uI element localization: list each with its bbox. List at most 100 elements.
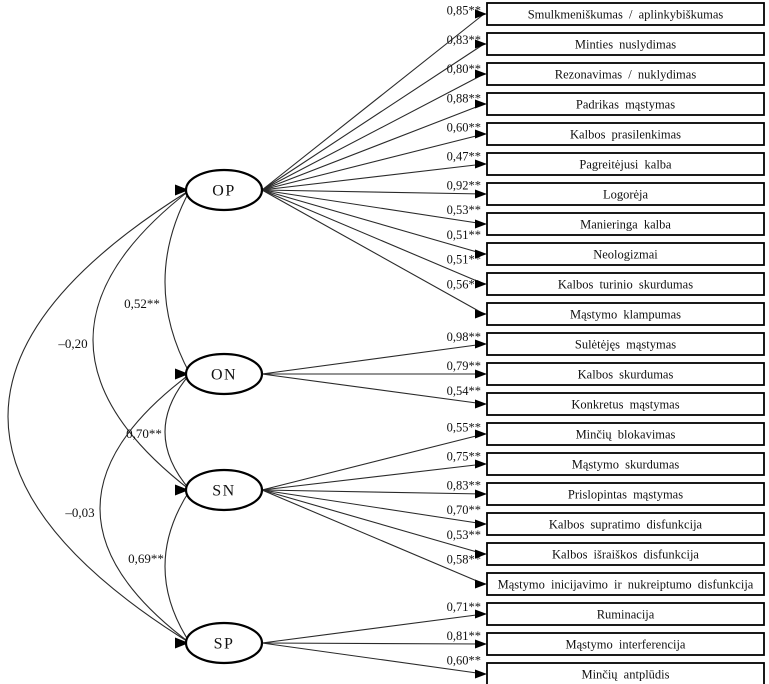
loading-path	[261, 343, 485, 375]
indicator-label: Ruminacija	[597, 608, 655, 622]
loading-coefficient: 0,51**	[447, 253, 481, 267]
correlation-path-op-on	[164, 189, 191, 375]
loading-path	[261, 189, 485, 255]
indicator-label: Minties nuslydimas	[575, 38, 676, 52]
indicator-box	[486, 362, 765, 386]
indicator-box	[486, 482, 765, 506]
loading-coefficient: 0,98**	[447, 330, 481, 344]
indicator-box	[486, 182, 765, 206]
arrowhead-icon	[475, 39, 487, 49]
arrowhead-icon	[475, 279, 487, 289]
arrowhead-icon	[475, 129, 487, 139]
indicator-label: Kalbos prasilenkimas	[570, 128, 681, 142]
indicator-label: Mąstymo interferencija	[566, 638, 686, 652]
arrowhead-icon	[175, 637, 189, 649]
indicator-box	[486, 152, 765, 176]
loading-path	[261, 103, 485, 191]
loading-path	[261, 163, 485, 191]
indicator-label: Minčių antplūdis	[581, 668, 669, 682]
loading-coefficient: 0,79**	[447, 359, 481, 373]
loading-coefficient: 0,58**	[447, 553, 481, 567]
indicator-box	[486, 332, 765, 356]
loading-coefficient: 0,54**	[447, 384, 481, 398]
loading-coefficient: 0,56**	[447, 278, 481, 292]
indicator-label: Rezonavimas / nuklydimas	[555, 68, 697, 82]
correlation-coefficient-on-sn: 0,70**	[126, 426, 162, 441]
arrowhead-icon	[475, 249, 487, 259]
loading-coefficient: 0,51**	[447, 228, 481, 242]
indicator-label: Minčių blokavimas	[576, 428, 676, 442]
loading-path	[261, 489, 485, 495]
factor-label-sn: SN	[212, 483, 235, 500]
arrowhead-icon	[475, 609, 487, 619]
arrowhead-icon	[175, 368, 189, 380]
arrowhead-icon	[475, 639, 487, 649]
indicator-box	[486, 212, 765, 236]
correlation-coefficient-sn-sp: 0,69**	[128, 551, 164, 566]
indicator-label: Mąstymo skurdumas	[572, 458, 680, 472]
loading-path	[261, 433, 485, 491]
loading-coefficient: 0,53**	[447, 528, 481, 542]
loading-coefficient: 0,55**	[447, 420, 481, 434]
indicator-label: Neologizmai	[593, 248, 658, 262]
arrowhead-icon	[475, 549, 487, 559]
indicator-label: Kalbos išraiškos disfunkcija	[552, 548, 699, 562]
arrowhead-icon	[475, 579, 487, 589]
indicator-label: Sulėtėjęs mąstymas	[575, 338, 676, 352]
arrowhead-icon	[475, 399, 487, 409]
loading-path	[261, 189, 485, 195]
indicator-label: Kalbos supratimo disfunkcija	[549, 518, 703, 532]
indicator-box	[486, 62, 765, 86]
indicator-box	[486, 122, 765, 146]
indicator-box	[486, 392, 765, 416]
arrowhead-icon	[475, 99, 487, 109]
correlation-coefficient-on-sp: –0,03	[64, 505, 94, 520]
indicator-label: Smulkmeniškumas / aplinkybiškumas	[528, 8, 724, 22]
arrowhead-icon	[475, 189, 487, 199]
arrowhead-icon	[475, 219, 487, 229]
factor-ellipse-sn	[184, 468, 264, 512]
indicator-label: Pagreitėjusi kalba	[579, 158, 672, 172]
arrowhead-icon	[475, 69, 487, 79]
loading-path	[261, 489, 485, 555]
indicator-box	[486, 452, 765, 476]
arrowhead-icon	[475, 9, 487, 19]
indicator-label: Kalbos turinio skurdumas	[558, 278, 693, 292]
loading-path	[261, 189, 485, 315]
indicator-box	[486, 542, 765, 566]
loading-coefficient: 0,88**	[447, 91, 481, 105]
loading-path	[261, 43, 485, 191]
loading-coefficient: 0,60**	[447, 120, 481, 134]
factor-ellipse-sp	[184, 621, 264, 665]
loading-path	[261, 133, 485, 191]
indicator-label: Mąstymo inicijavimo ir nukreiptumo disfu…	[498, 578, 754, 592]
loading-coefficient: 0,47**	[447, 150, 481, 164]
correlation-path-op-sn	[92, 189, 191, 491]
loading-path	[261, 189, 485, 285]
arrowhead-icon	[175, 184, 189, 196]
loading-path	[261, 73, 485, 191]
indicator-box	[486, 572, 765, 596]
indicator-box	[486, 602, 765, 626]
indicator-label: Manieringa kalba	[580, 218, 671, 232]
factor-label-on: ON	[211, 367, 237, 384]
correlation-coefficient-op-on: 0,52**	[124, 296, 160, 311]
factor-ellipse-op	[184, 168, 264, 212]
arrowhead-icon	[175, 484, 189, 496]
arrowhead-icon	[475, 309, 487, 319]
loading-coefficient: 0,80**	[447, 62, 481, 76]
correlation-path-on-sn	[164, 373, 191, 491]
loading-coefficient: 0,92**	[447, 178, 481, 192]
arrowhead-icon	[475, 369, 487, 379]
factor-ellipse-on	[184, 352, 264, 396]
loading-path	[261, 489, 485, 585]
arrowhead-icon	[475, 159, 487, 169]
loading-path	[261, 373, 485, 405]
loading-coefficient: 0,71**	[447, 600, 481, 614]
indicator-box	[486, 92, 765, 116]
arrowhead-icon	[475, 429, 487, 439]
indicator-label: Padrikas mąstymas	[576, 98, 675, 112]
arrowhead-icon	[475, 339, 487, 349]
loading-coefficient: 0,75**	[447, 450, 481, 464]
